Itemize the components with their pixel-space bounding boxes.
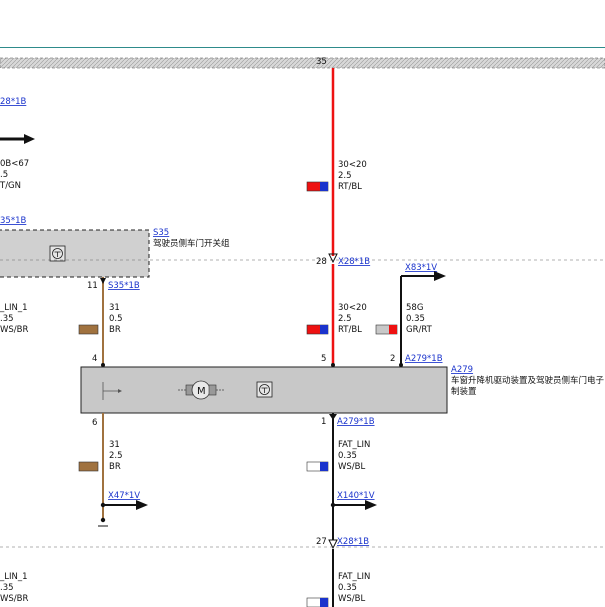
bus-bar: [0, 57, 605, 69]
fat-upper-spec: FAT_LIN: [338, 440, 370, 450]
arrow-right-icon: [118, 389, 122, 393]
conn-x28-1b-lower[interactable]: X28*1B: [337, 537, 369, 547]
gr-wire-spec: 58G: [406, 303, 423, 313]
junction-dot: [330, 502, 336, 508]
fat-lower-spec: FAT_LIN: [338, 572, 370, 582]
gr-wire-color: GR/RT: [406, 325, 433, 335]
fat-pin-a279: 1: [321, 417, 326, 427]
wire-end-dot: [100, 517, 106, 523]
conn-x47-1v[interactable]: X47*1V: [108, 491, 140, 501]
brown-pin-top: 11: [87, 281, 98, 291]
wire-color-swatch-bl: [320, 182, 328, 191]
pin-marker-icon: [100, 278, 106, 284]
arrow-right-icon: [434, 271, 446, 281]
fat-lower-color: WS/BL: [338, 594, 365, 604]
left-top-wire-spec: 0B<67: [0, 159, 29, 169]
pin-dot: [399, 363, 403, 367]
conn-a279-1b-top[interactable]: A279*1B: [405, 354, 443, 364]
red-lower-spec: 30<20: [338, 303, 367, 313]
brown-lower-size: 2.5: [109, 451, 123, 461]
conn-x83-1v[interactable]: X83*1V: [405, 263, 437, 273]
wire-color-swatch-br: [78, 461, 99, 472]
junction-dot: [100, 502, 106, 508]
arrow-right-icon: [24, 134, 35, 144]
red-upper-spec: 30<20: [338, 160, 367, 170]
left-bottom-wire-color: WS/BR: [0, 594, 28, 604]
brown-lower-color: BR: [109, 462, 121, 472]
s35-name: 驾驶员侧车门开关组: [153, 238, 230, 249]
connector-icon: [328, 253, 338, 264]
conn-x28-1b-upper[interactable]: X28*1B: [338, 257, 370, 267]
brown-lower-spec: 31: [109, 440, 120, 450]
switch-icon: [256, 381, 273, 398]
a279-id-link[interactable]: A279: [451, 365, 473, 375]
wire-color-swatch-br: [78, 324, 99, 335]
conn-a279-1b-bottom[interactable]: A279*1B: [337, 417, 375, 427]
red-upper-size: 2.5: [338, 171, 352, 181]
left-mid-wire-size: .35: [0, 314, 14, 324]
bus-pin-label: 35: [316, 57, 327, 67]
red-lower-color: RT/BL: [338, 325, 362, 335]
wire-color-swatch-bl: [320, 325, 328, 334]
brown-upper-size: 0.5: [109, 314, 123, 324]
connector-icon: [328, 539, 338, 550]
left-mid-wire-spec: _LIN_1: [0, 303, 28, 313]
conn-x140-1v[interactable]: X140*1V: [337, 491, 375, 501]
conn-left-s35[interactable]: 35*1B: [0, 216, 26, 226]
fat-upper-color: WS/BL: [338, 462, 365, 472]
left-mid-wire-color: WS/BR: [0, 325, 28, 335]
a279-name-line1: 车窗升降机驱动装置及驾驶员侧车门电子: [451, 375, 605, 386]
red-lower-size: 2.5: [338, 314, 352, 324]
arrow-right-icon: [365, 500, 377, 510]
fat-upper-size: 0.35: [338, 451, 357, 461]
motor-icon: M: [178, 380, 224, 400]
left-bottom-wire-spec: _LIN_1: [0, 572, 28, 582]
wire-color-swatch-rt: [389, 325, 397, 334]
gr-pin-a279: 2: [390, 354, 395, 364]
brown-upper-spec: 31: [109, 303, 120, 313]
arrow-right-icon: [136, 500, 148, 510]
switch-icon: [49, 245, 66, 262]
left-top-wire-size: .5: [0, 170, 8, 180]
brown-pin-a279-bottom: 6: [92, 418, 97, 428]
pin-dot: [331, 363, 335, 367]
wire-color-swatch-bl: [320, 462, 328, 471]
conn-left-top[interactable]: 28*1B: [0, 97, 26, 107]
red-pin-a279: 5: [321, 354, 326, 364]
fat-lower-size: 0.35: [338, 583, 357, 593]
left-bottom-wire-size: .35: [0, 583, 14, 593]
wire-color-swatch-bl: [320, 598, 328, 607]
a279-name-line2: 制装置: [451, 386, 477, 397]
s35-component[interactable]: [0, 229, 150, 278]
red-pin-x28: 28: [316, 257, 327, 267]
conn-s35-1b[interactable]: S35*1B: [108, 281, 140, 291]
brown-pin-a279: 4: [92, 354, 97, 364]
pin-dot: [101, 363, 105, 367]
left-top-wire-color: T/GN: [0, 181, 21, 191]
brown-upper-color: BR: [109, 325, 121, 335]
red-upper-color: RT/BL: [338, 182, 362, 192]
gr-wire-size: 0.35: [406, 314, 425, 324]
s35-id-link[interactable]: S35: [153, 228, 169, 238]
fat-pin-x28: 27: [316, 537, 327, 547]
motor-label: M: [197, 386, 206, 397]
